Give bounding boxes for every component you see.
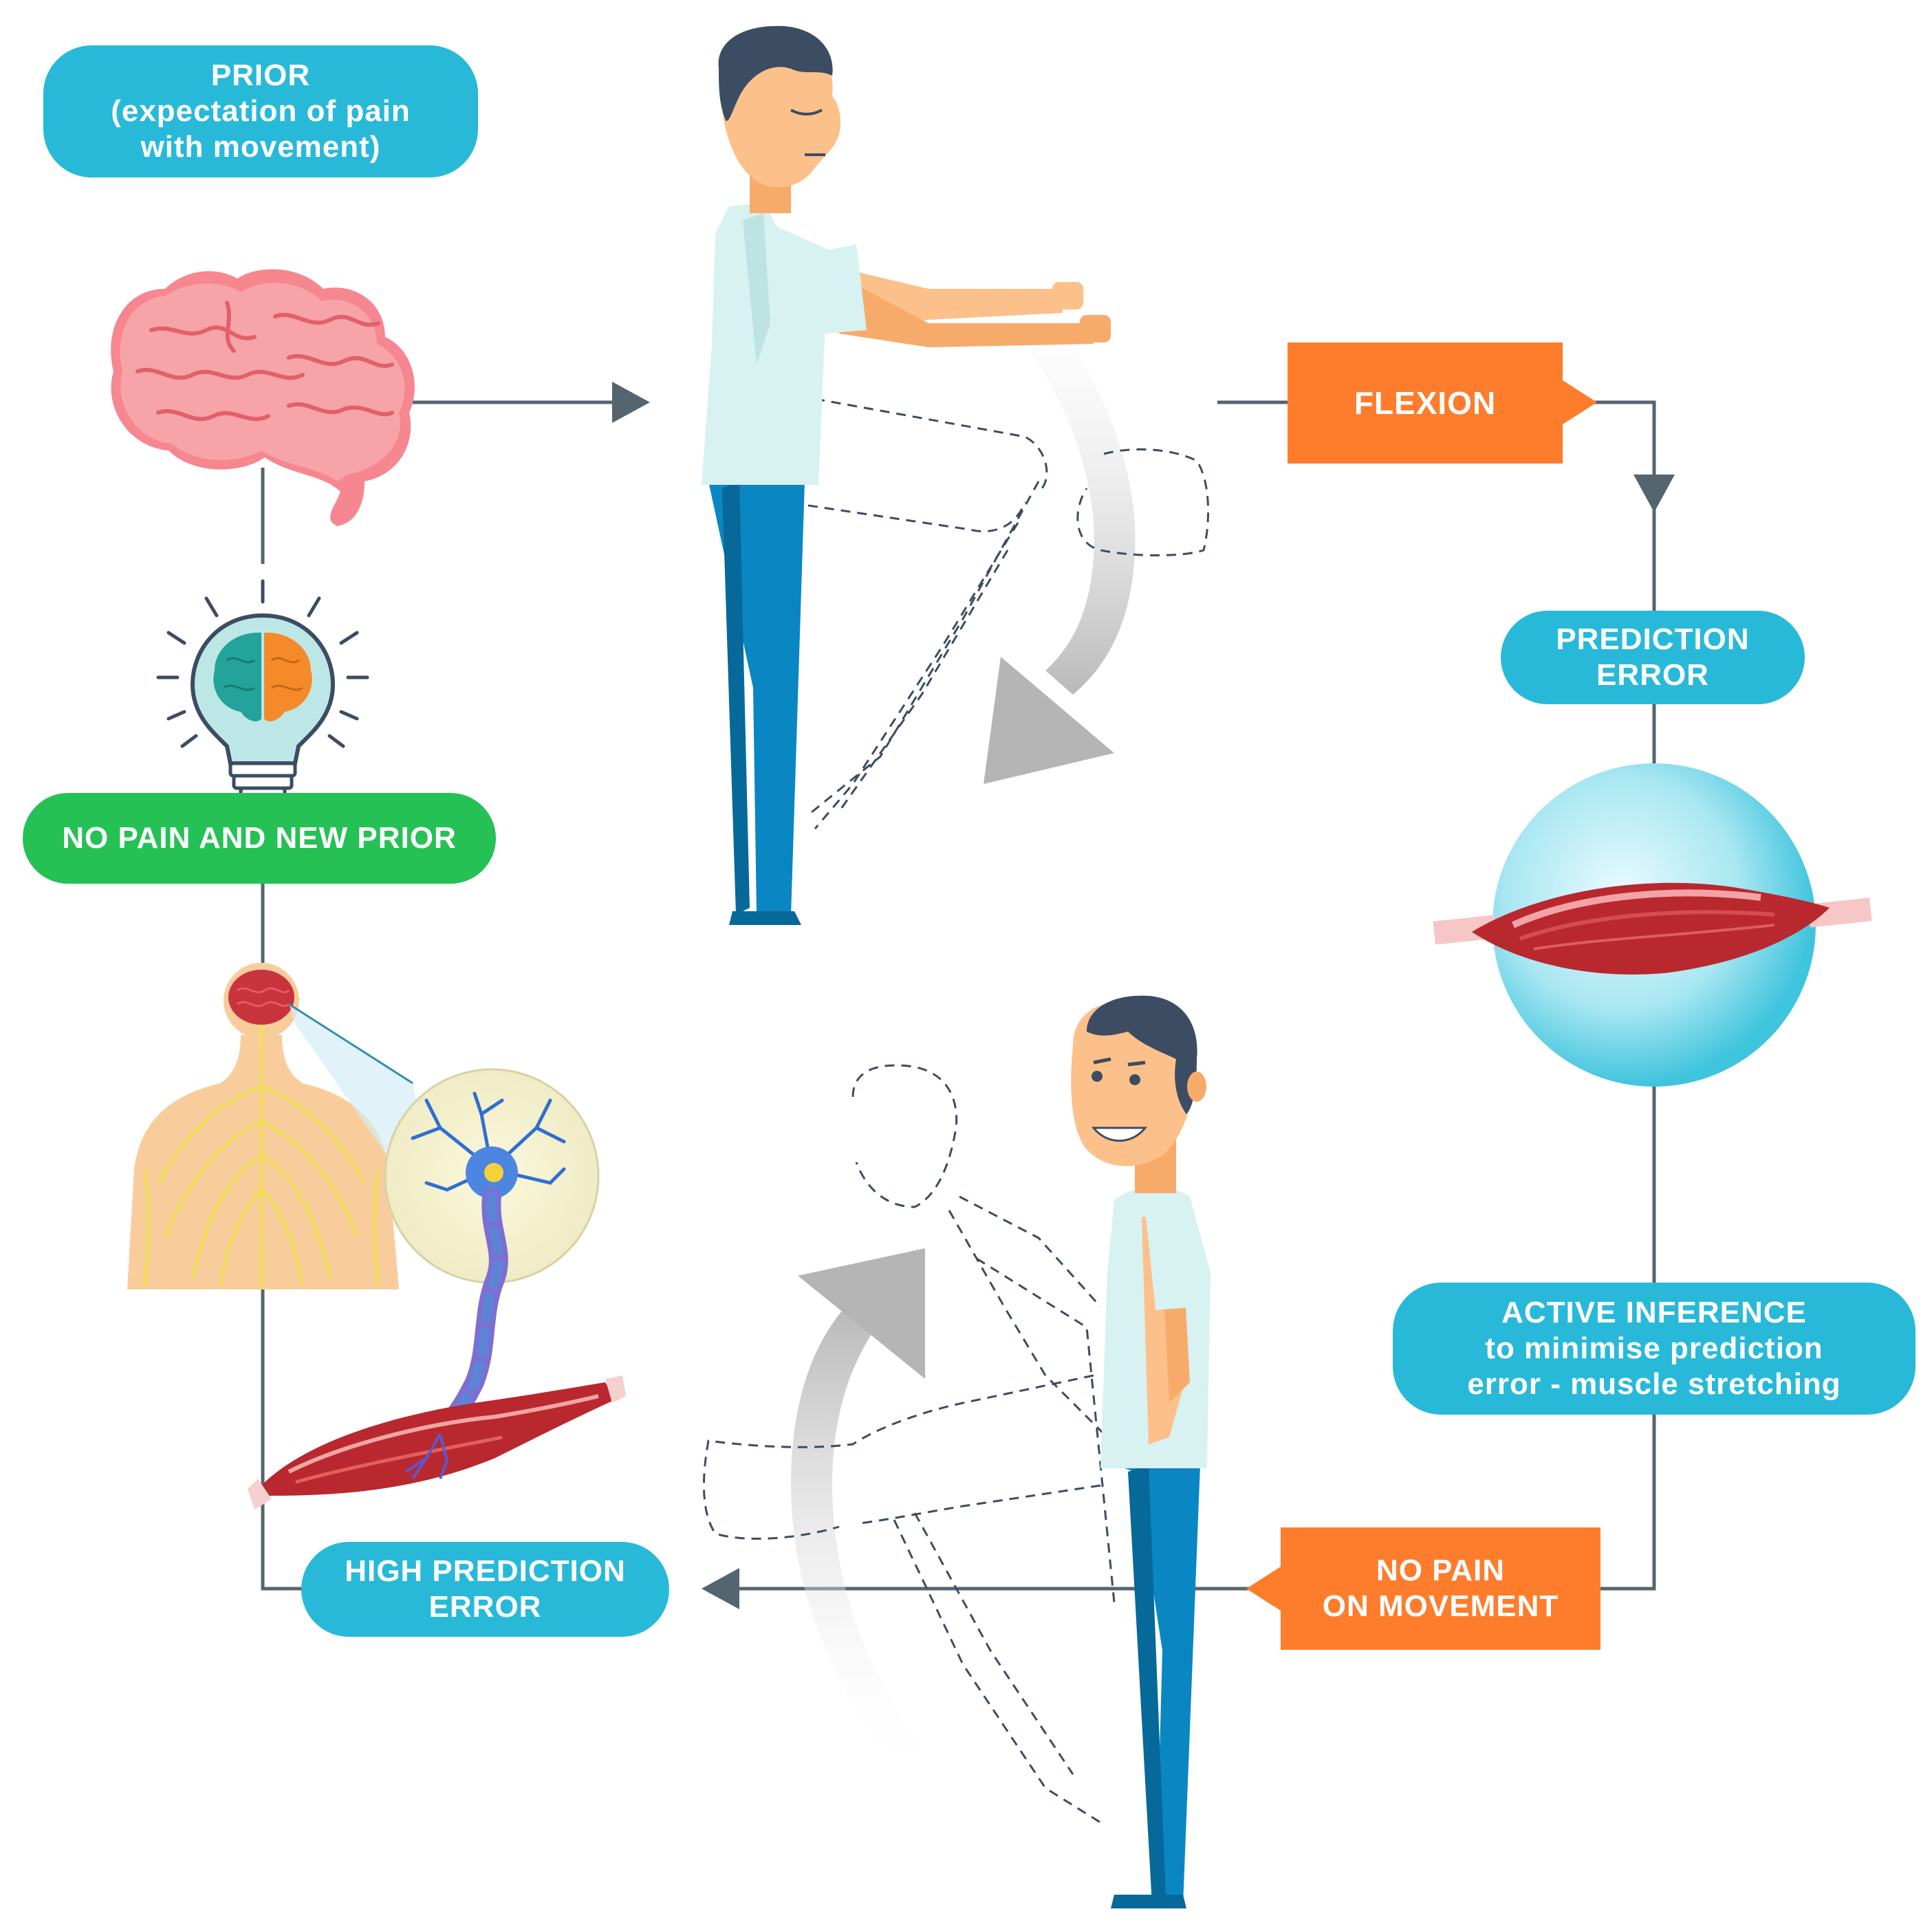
flexion-label-pointer	[1563, 380, 1597, 424]
no-pain-new-prior-label: NO PAIN AND NEW PRIOR	[23, 793, 496, 884]
flexion-arrow-icon	[970, 258, 1136, 784]
person-top	[702, 25, 1111, 925]
prediction-error-line-2: ERROR	[1596, 658, 1709, 692]
no-pain-on-movement-pointer	[1246, 1567, 1281, 1611]
prior-label-line-3: with movement)	[140, 129, 381, 164]
muscle-globe-icon	[1433, 763, 1872, 1087]
no-pain-new-prior-text: NO PAIN AND NEW PRIOR	[62, 821, 457, 856]
arrowhead-right	[612, 382, 650, 423]
prior-label: PRIOR (expectation of pain with movement…	[43, 45, 478, 177]
extension-arrow-icon	[791, 1248, 935, 1785]
flexion-label: FLEXION	[1288, 342, 1563, 464]
active-inference-line-2: to minimise prediction	[1485, 1331, 1823, 1366]
prior-label-line-2: (expectation of pain	[111, 94, 411, 129]
arrowhead-left	[702, 1568, 739, 1609]
nervous-system-icon	[127, 963, 440, 1289]
brain-icon	[111, 269, 415, 526]
arrowhead-down	[1633, 475, 1675, 512]
ghost-figure-bottom	[702, 1064, 1116, 1824]
active-inference-label: ACTIVE INFERENCE to minimise prediction …	[1393, 1283, 1915, 1415]
active-inference-line-1: ACTIVE INFERENCE	[1501, 1296, 1807, 1330]
prior-label-line-1: PRIOR	[210, 58, 311, 93]
prediction-error-line-1: PREDICTION	[1556, 622, 1750, 657]
no-pain-on-movement-line-2: ON MOVEMENT	[1322, 1589, 1559, 1623]
person-bottom	[1071, 995, 1211, 1908]
no-pain-on-movement-line-1: NO PAIN	[1376, 1554, 1506, 1588]
neuron-icon	[384, 1068, 600, 1444]
active-inference-line-3: error - muscle stretching	[1467, 1367, 1841, 1401]
no-pain-on-movement-label: NO PAIN ON MOVEMENT	[1281, 1527, 1600, 1650]
ghost-figure-top	[807, 398, 1210, 829]
high-prediction-error-line-1: HIGH PREDICTION	[345, 1554, 626, 1589]
prediction-error-label: PREDICTION ERROR	[1501, 611, 1805, 704]
high-prediction-error-label: HIGH PREDICTION ERROR	[301, 1542, 669, 1637]
lightbulb-brain-icon	[156, 579, 369, 803]
muscle-icon	[248, 1375, 626, 1510]
high-prediction-error-line-2: ERROR	[428, 1590, 542, 1624]
flexion-text: FLEXION	[1354, 384, 1497, 421]
